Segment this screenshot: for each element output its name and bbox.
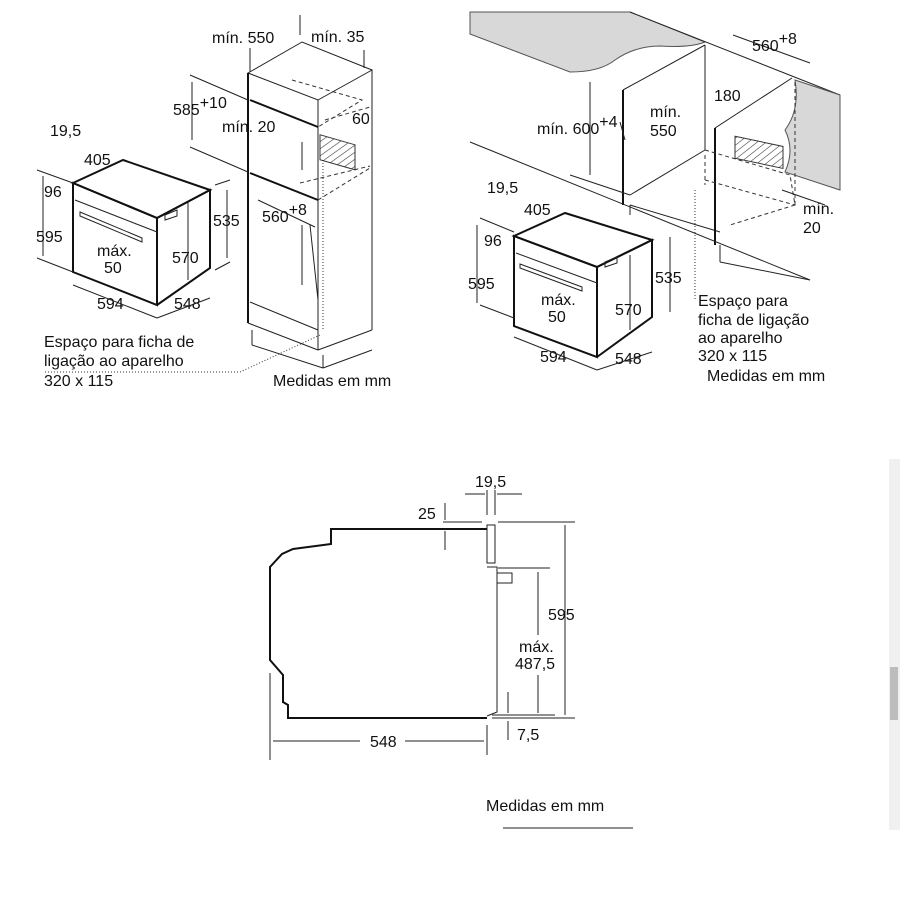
dim-min-550: 550 [650, 123, 677, 140]
note-line-1: Espaço para [698, 293, 788, 310]
dim-560: 560+8 [262, 202, 307, 226]
side-view-oven [269, 524, 513, 719]
dim-min-label: mín. [650, 104, 681, 121]
scrollbar-thumb[interactable] [890, 667, 898, 720]
left-diagram-tall-cabinet [246, 41, 374, 369]
side-view-labels: 19,5 25 595 máx. 487,5 7,5 548 Medidas e… [370, 474, 604, 815]
right-diagram-cabinets [469, 44, 811, 300]
dim-594: 594 [97, 296, 124, 313]
dim-19-5: 19,5 [475, 474, 506, 491]
dim-595: 595 [548, 607, 575, 624]
dim-19-5: 19,5 [487, 180, 518, 197]
note-line-2: ligação ao aparelho [44, 353, 184, 370]
dim-535: 535 [655, 270, 682, 287]
dim-19-5: 19,5 [50, 123, 81, 140]
dim-405: 405 [84, 152, 111, 169]
dim-min-20-value: 20 [803, 220, 821, 237]
note-line-3: 320 x 115 [44, 373, 113, 390]
dim-min-20: mín. 20 [222, 119, 275, 136]
dim-594: 594 [540, 349, 567, 366]
dim-min-600: mín. 600+4 [537, 114, 618, 138]
scrollbar[interactable] [889, 459, 900, 830]
dim-548: 548 [370, 734, 397, 751]
dim-max-label: máx. [97, 243, 132, 260]
note-line-2: ficha de ligação [698, 312, 809, 329]
left-diagram-dimension-lines [36, 15, 365, 373]
units-label: Medidas em mm [273, 373, 391, 390]
dim-570: 570 [172, 250, 199, 267]
side-view-dimension-lines [269, 490, 633, 829]
left-diagram-labels: mín. 550 mín. 35 585+10 mín. 20 60 19,5 … [36, 29, 391, 390]
right-diagram-countertop [469, 11, 841, 191]
right-diagram-dimension-lines [476, 34, 826, 371]
dim-560: 560+8 [752, 31, 797, 55]
dim-570: 570 [615, 302, 642, 319]
dim-585: 585+10 [173, 95, 227, 119]
right-diagram-oven [511, 211, 655, 359]
dim-595: 595 [468, 276, 495, 293]
dim-max-487-5: 487,5 [515, 656, 555, 673]
units-label: Medidas em mm [486, 798, 604, 815]
dim-405: 405 [524, 202, 551, 219]
dim-7-5: 7,5 [517, 727, 539, 744]
note-line-1: Espaço para ficha de [44, 334, 194, 351]
dim-96: 96 [484, 233, 502, 250]
dim-96: 96 [44, 184, 62, 201]
dim-max-50: 50 [104, 260, 122, 277]
dim-min-550: mín. 550 [212, 30, 274, 47]
dim-max-label: máx. [519, 639, 554, 656]
dim-max-50: 50 [548, 309, 566, 326]
left-diagram-oven [70, 158, 213, 307]
dim-180: 180 [714, 88, 741, 105]
dim-535: 535 [213, 213, 240, 230]
dim-60: 60 [352, 111, 370, 128]
note-line-4: 320 x 115 [698, 348, 767, 365]
dim-25: 25 [418, 506, 436, 523]
dim-595: 595 [36, 229, 63, 246]
units-label: Medidas em mm [707, 368, 825, 385]
dim-548: 548 [615, 351, 642, 368]
right-diagram-labels: 560+8 mín. 600+4 mín. 550 180 mín. 20 19… [468, 31, 834, 385]
dim-min-20-label: mín. [803, 201, 834, 218]
dim-548: 548 [174, 296, 201, 313]
dim-max-label: máx. [541, 292, 576, 309]
dim-min-35: mín. 35 [311, 29, 364, 46]
note-line-3: ao aparelho [698, 330, 783, 347]
